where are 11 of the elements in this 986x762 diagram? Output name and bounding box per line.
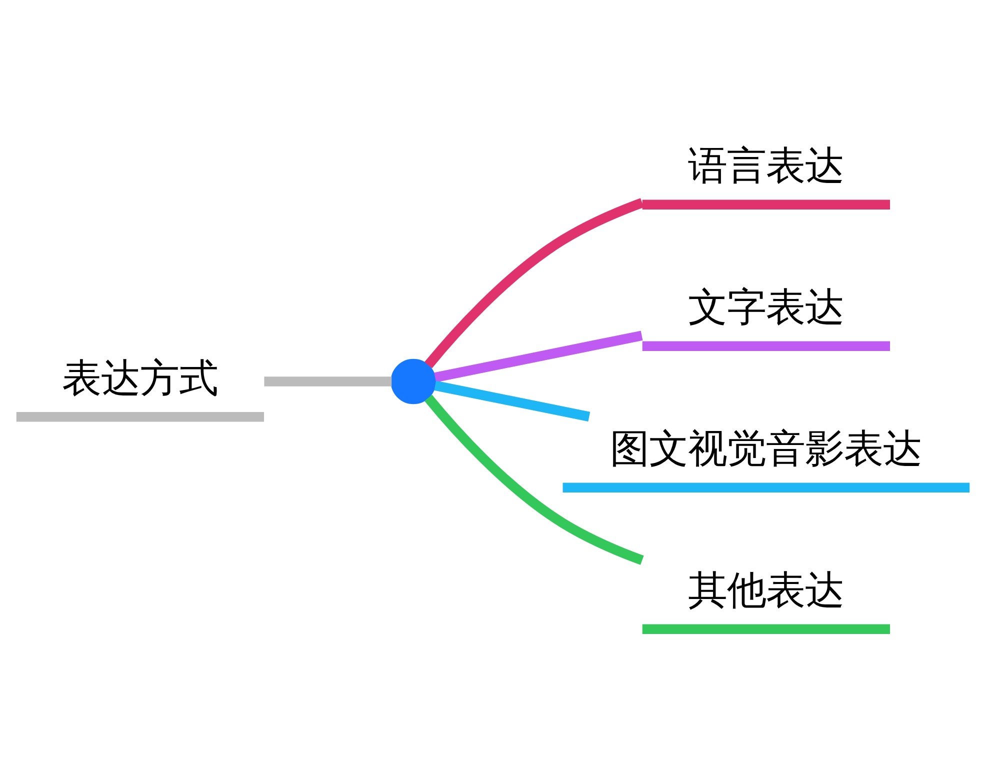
node-text: 语言表达 xyxy=(688,144,844,189)
connector xyxy=(424,394,644,564)
node-text: 图文视觉音影表达 xyxy=(610,426,922,472)
node-text: 其他表达 xyxy=(688,568,844,614)
connector xyxy=(434,330,643,382)
connector xyxy=(424,198,644,368)
node-text: 表达方式 xyxy=(62,356,218,401)
node-circle xyxy=(390,358,436,404)
connector xyxy=(434,380,590,422)
node-text: 文字表达 xyxy=(688,285,844,330)
connector xyxy=(264,376,392,386)
